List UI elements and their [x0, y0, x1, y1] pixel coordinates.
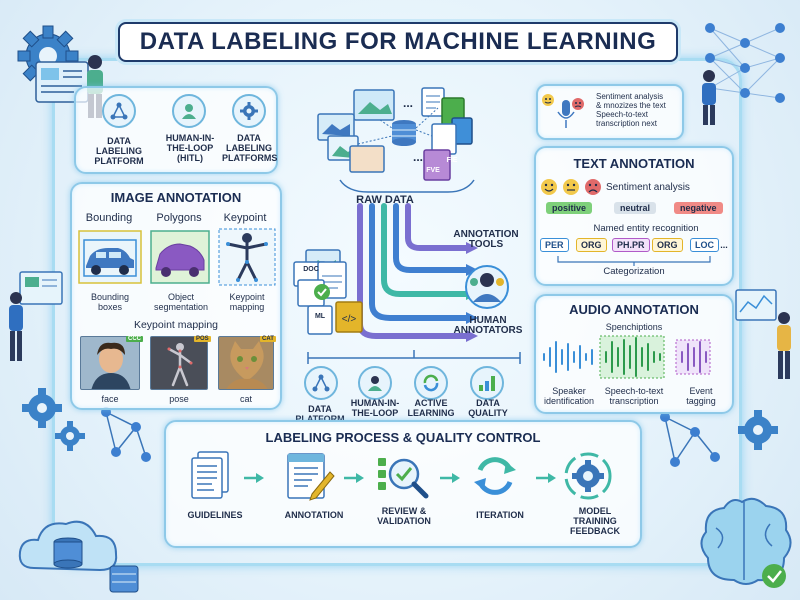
file-label: ML	[314, 313, 326, 320]
step-review-validation: REVIEW & VALIDATION	[377, 506, 431, 526]
step-guidelines: GUIDELINES	[187, 510, 243, 520]
raw-data-flow-diagram: </>	[293, 87, 521, 364]
cat-photo	[218, 336, 274, 390]
annotation-tools-label: ANNOTATION TOOLS	[453, 229, 519, 250]
cycle-icon	[414, 366, 448, 400]
top-right-line: Sentiment analysis	[596, 92, 664, 101]
hitl-label: HUMAN-IN-THE-LOOP (HITL)	[165, 133, 215, 163]
person-icon	[735, 289, 791, 379]
event-tagging-caption: Event tagging	[686, 386, 716, 406]
entity-org: ORG	[576, 238, 607, 252]
svg-text:</>: </>	[342, 314, 357, 325]
keypoint-skeleton-image	[218, 228, 276, 286]
text-annotation-title: TEXT ANNOTATION	[573, 156, 695, 171]
entity-per: PER	[540, 238, 569, 252]
model-training-icon	[564, 452, 612, 500]
image-annotation-title: IMAGE ANNOTATION	[110, 190, 242, 205]
polygons-caption: Object segmentation	[153, 292, 209, 312]
sentiment-negative: negative	[674, 202, 723, 214]
audio-annotation-title: AUDIO ANNOTATION	[569, 302, 699, 317]
gear-icon	[738, 410, 778, 450]
entities-more: ...	[720, 240, 728, 250]
entity-loc: LOC	[690, 238, 719, 252]
entity-phpr: PH.PR	[612, 238, 650, 252]
sentiment-analysis-label: Sentiment analysis	[606, 182, 690, 193]
emoji-microphone-icon	[542, 94, 584, 128]
face-photo	[80, 336, 140, 390]
top-right-line: Speech-to-text	[596, 110, 649, 119]
gear-icon	[232, 94, 266, 128]
bounding-caption: Bounding boxes	[90, 292, 130, 312]
network-icon	[101, 407, 151, 462]
step-iteration: ITERATION	[476, 510, 524, 520]
iteration-cycle-icon	[474, 457, 516, 495]
cat-caption: cat	[239, 394, 252, 404]
categorization-label: Categorization	[603, 266, 665, 277]
audio-waveform	[543, 335, 711, 379]
raw-data-label: RAW DATA	[356, 194, 414, 206]
annotation-icon	[287, 453, 335, 501]
labeling-process-panel	[164, 420, 642, 548]
step-model-training-feedback: MODEL TRAINING FEEDBACK	[569, 506, 620, 536]
face-badge: CCC	[126, 336, 143, 342]
data-platform-label: DATA PLATFORM	[295, 404, 345, 424]
network-icon	[660, 412, 720, 467]
raw-data-ellipsis: ...	[412, 150, 423, 164]
ner-label: Named entity recognition	[593, 223, 699, 234]
page-title: DATA LABELING FOR MACHINE LEARNING	[118, 22, 678, 62]
top-right-line: & mnozizes the text	[596, 101, 666, 110]
file-label: DOC	[303, 266, 319, 273]
speech-to-text-caption: Speech-to-text transcription	[604, 386, 664, 406]
network-icon	[304, 366, 338, 400]
person-icon	[702, 70, 716, 125]
categorization-bracket	[557, 256, 711, 266]
pose-badge: POS	[194, 336, 211, 342]
hitl-bottom-label: HUMAN-IN-THE-LOOP	[350, 398, 400, 418]
audio-subtitle: Spenchiptions	[605, 322, 663, 332]
person-icon	[9, 271, 63, 361]
face-caption: face	[101, 394, 119, 404]
human-annotators-label: HUMAN ANNOTATORS	[453, 315, 523, 336]
process-flow	[191, 451, 612, 501]
car-bounding-box-image	[78, 230, 142, 284]
file-label: FIE	[446, 157, 458, 164]
human-annotators-icon	[465, 265, 509, 309]
sentiment-neutral: neutral	[614, 202, 657, 214]
cat-badge: CAT	[260, 336, 276, 342]
gear-icon	[22, 388, 85, 451]
top-right-panel	[536, 84, 684, 140]
person-icon	[358, 366, 392, 400]
file-label: FVE	[426, 167, 440, 174]
raw-data-ellipsis: ...	[402, 96, 413, 110]
keypoint-caption: Keypoint mapping	[229, 292, 265, 312]
labeling-process-title: LABELING PROCESS & QUALITY CONTROL	[265, 430, 541, 445]
person-icon	[172, 94, 206, 128]
gear-icon	[17, 25, 89, 103]
car-polygon-image	[150, 230, 210, 284]
speaker-identification-caption: Speaker identification	[543, 386, 595, 406]
keypoint-mapping-title: Keypoint mapping	[133, 319, 219, 331]
brain-icon	[700, 497, 792, 588]
cloud-database-icon	[18, 520, 139, 593]
network-icon	[102, 94, 136, 128]
sentiment-positive: positive	[546, 202, 593, 214]
platforms-label: DATA LABELING PLATFORMS	[222, 133, 278, 163]
active-learning-label: ACTIVE LEARNING	[407, 398, 455, 418]
data-quality-label: DATA QUALITY	[468, 398, 508, 418]
pose-caption: pose	[169, 394, 189, 404]
top-right-line: transcription next	[596, 119, 657, 128]
bar-chart-icon	[470, 366, 504, 400]
review-magnifier-icon	[378, 458, 429, 499]
keypoint-heading: Keypoint	[223, 212, 267, 224]
platform-label: DATA LABELING PLATFORM	[94, 136, 144, 166]
bounding-heading: Bounding	[85, 212, 133, 224]
guidelines-icon	[191, 451, 229, 499]
step-annotation: ANNOTATION	[284, 510, 344, 520]
sentiment-emoji-icon	[541, 179, 601, 195]
pose-photo	[150, 336, 208, 390]
polygons-heading: Polygons	[156, 212, 202, 224]
entity-org-2: ORG	[652, 238, 683, 252]
